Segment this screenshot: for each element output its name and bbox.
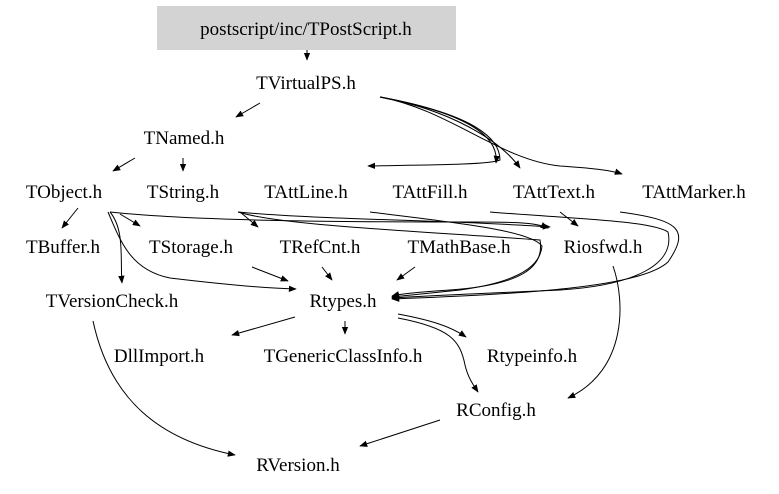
edge-tobject-tversioncheck (109, 211, 125, 284)
node-tattmarker[interactable]: TAttMarker.h (642, 182, 746, 203)
edge-tattmarker-rtypes (391, 211, 679, 302)
edge-tattline-rtypes (369, 211, 543, 300)
node-tattline[interactable]: TAttLine.h (264, 182, 348, 203)
node-tatttext[interactable]: TAttText.h (513, 182, 596, 203)
node-tpostscript[interactable]: postscript/inc/TPostScript.h (200, 19, 412, 40)
edge-tnamed-tobject (112, 157, 136, 172)
edge-tvirtualps-tattfill (379, 96, 501, 164)
node-riosfwd[interactable]: Riosfwd.h (564, 237, 643, 258)
edge-tobject-tbuffer (61, 207, 79, 229)
edge-trefcnt-rtypes (321, 266, 333, 281)
edge-tstring-trefcnt (239, 211, 259, 228)
edge-tversioncheck-rversion (92, 320, 236, 457)
node-tattfill[interactable]: TAttFill.h (392, 182, 468, 203)
edge-tobject-rtypes (107, 211, 297, 292)
edge-rconfig-rversion (359, 419, 441, 447)
node-tstring[interactable]: TString.h (147, 182, 220, 203)
node-tversioncheck[interactable]: TVersionCheck.h (46, 291, 179, 312)
edges (61, 50, 679, 457)
nodes: postscript/inc/TPostScript.h TVirtualPS.… (26, 19, 746, 476)
node-tobject[interactable]: TObject.h (26, 182, 103, 203)
node-dllimport[interactable]: DllImport.h (114, 346, 205, 367)
edge-tmathbase-rtypes (396, 266, 416, 281)
edge-tobject-tstorage (119, 213, 141, 227)
edge-rtypes-rtypeinfo (397, 313, 467, 338)
node-rversion[interactable]: RVersion.h (256, 455, 340, 476)
node-trefcnt[interactable]: TRefCnt.h (280, 237, 361, 258)
node-tstorage[interactable]: TStorage.h (149, 237, 233, 258)
node-rconfig[interactable]: RConfig.h (456, 400, 536, 421)
edge-tatttext-rtypes (559, 211, 579, 227)
node-tmathbase[interactable]: TMathBase.h (408, 237, 511, 258)
edge-rtypes-dllimport (231, 316, 296, 337)
edge-riosfwd-rconfig (567, 265, 621, 399)
node-tbuffer[interactable]: TBuffer.h (26, 237, 101, 258)
edge-rtypes-rconfig (397, 317, 479, 393)
node-tgenericclassinfo[interactable]: TGenericClassInfo.h (264, 346, 423, 367)
node-tvirtualps[interactable]: TVirtualPS.h (256, 73, 356, 94)
node-rtypeinfo[interactable]: Rtypeinfo.h (487, 346, 578, 367)
edge-tstorage-rtypes (251, 266, 289, 282)
root-node-background (157, 6, 456, 50)
edge-tvirtualps-tattmarker (379, 96, 623, 175)
edge-tobject-riosfwd (109, 211, 549, 229)
edge-tvirtualps-tatttext (379, 96, 521, 169)
edge-tvirtualps-tnamed (235, 102, 261, 118)
node-tnamed[interactable]: TNamed.h (144, 128, 225, 149)
edge-tstring-rtypes (237, 211, 542, 298)
edge-tstring-riosfwd (237, 211, 551, 230)
node-rtypes[interactable]: Rtypes.h (309, 291, 377, 312)
edge-tattfill-rtypes (391, 211, 670, 301)
